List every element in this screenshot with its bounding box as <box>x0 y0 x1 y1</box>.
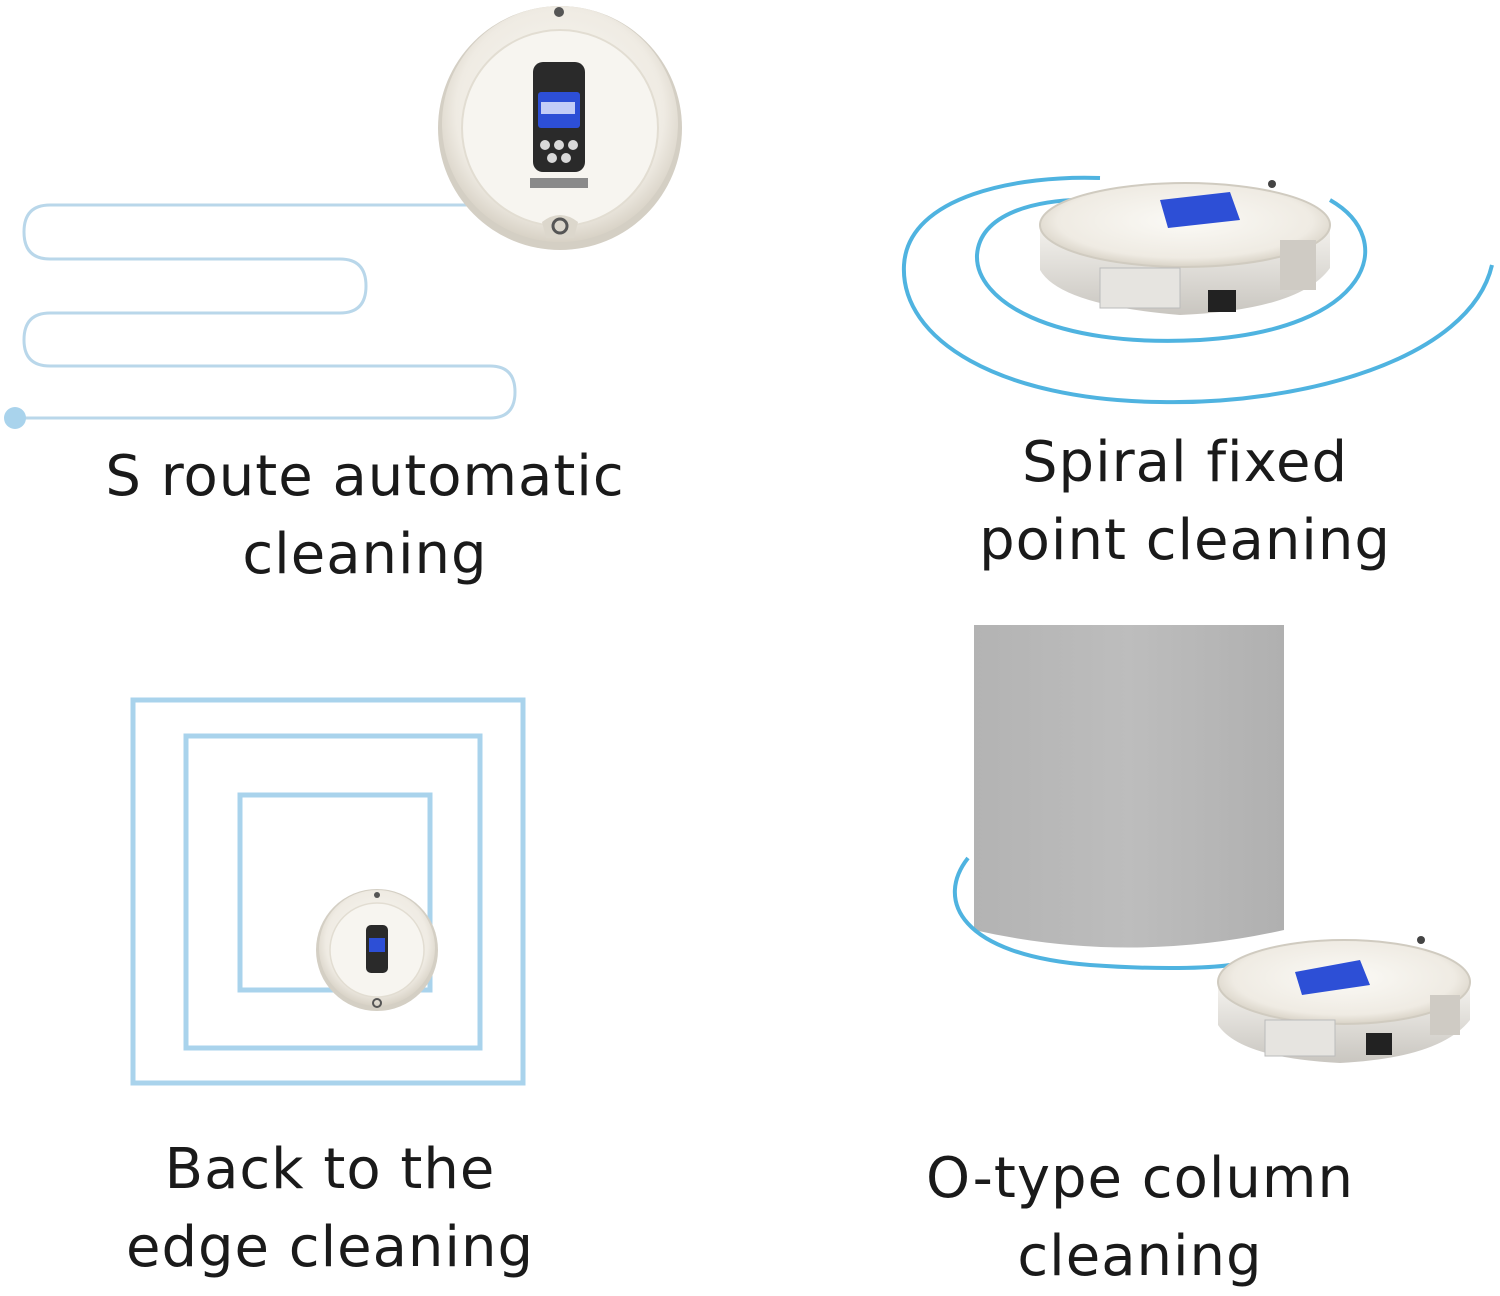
caption-spiral: Spiral fixed point cleaning <box>975 424 1395 580</box>
caption-spiral-line2: point cleaning <box>979 508 1391 573</box>
caption-column: O-type column cleaning <box>900 1140 1380 1296</box>
caption-s-route-line2: cleaning <box>242 522 488 587</box>
robot-top-view-small <box>316 889 438 1011</box>
s-route-path <box>4 203 517 429</box>
spiral-path <box>901 175 1494 405</box>
caption-edge: Back to the edge cleaning <box>100 1131 560 1287</box>
caption-s-route: S route automatic cleaning <box>100 438 630 594</box>
robot-angled-view-1 <box>1039 180 1331 315</box>
path-start-dot <box>4 407 26 429</box>
column-shape <box>974 625 1284 948</box>
caption-spiral-line1: Spiral fixed <box>1021 430 1349 495</box>
edge-squares <box>130 697 526 1086</box>
caption-column-line1: O-type column <box>926 1146 1354 1211</box>
column-orbit-path <box>952 856 1231 971</box>
robot-top-view-large <box>438 6 682 250</box>
robot-angled-view-2 <box>1217 936 1471 1063</box>
caption-s-route-line1: S route automatic <box>105 444 625 509</box>
caption-edge-line2: edge cleaning <box>125 1215 534 1280</box>
caption-column-line2: cleaning <box>1017 1224 1263 1289</box>
caption-edge-line1: Back to the <box>164 1137 496 1202</box>
